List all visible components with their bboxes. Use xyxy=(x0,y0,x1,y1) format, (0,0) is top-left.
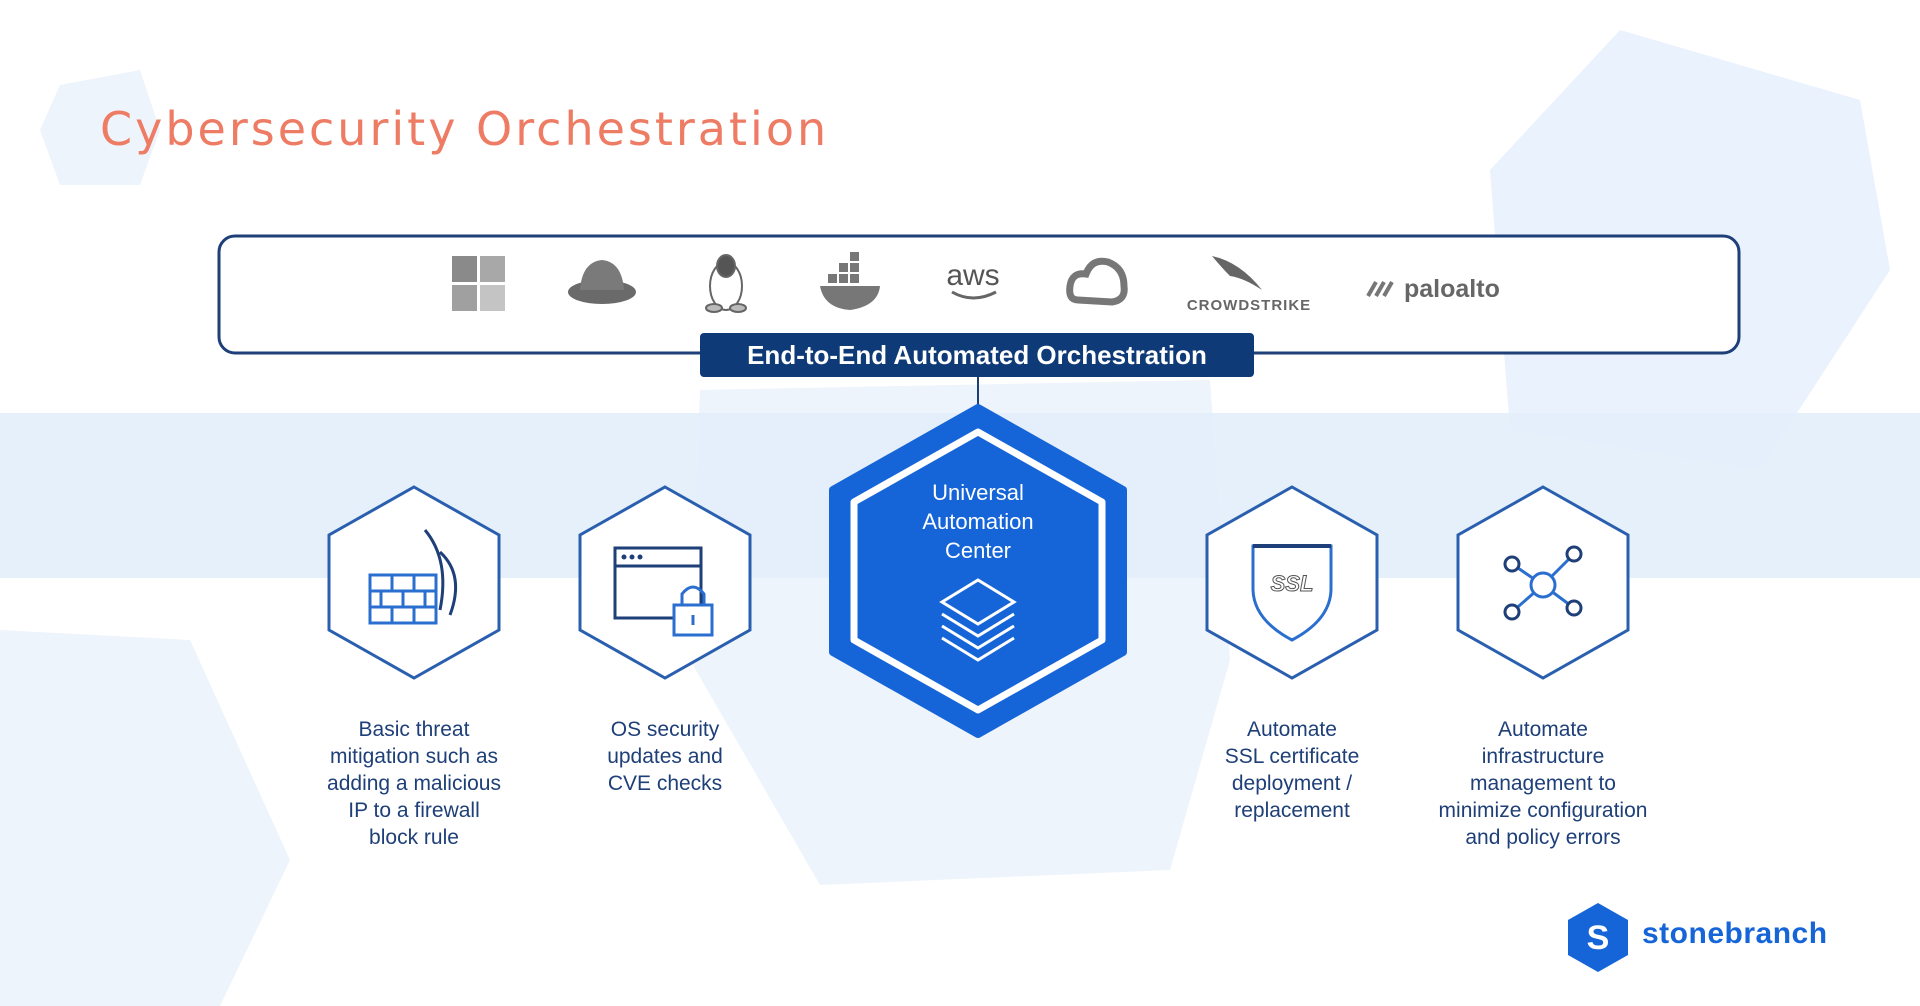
caption-ssl: Automate SSL certificate deployment / re… xyxy=(1172,716,1412,824)
hub-label-line: Center xyxy=(944,538,1012,563)
hub-label-line: Universal xyxy=(932,480,1024,505)
caption-line: CVE checks xyxy=(607,772,723,795)
firewall-icon xyxy=(368,529,458,625)
caption-line: updates and xyxy=(607,745,723,768)
google-cloud-icon xyxy=(1066,257,1128,306)
capability-hexagon-ssl xyxy=(1205,485,1379,680)
svg-text:CROWDSTRIKE: CROWDSTRIKE xyxy=(1187,297,1311,314)
caption-line: minimize configuration xyxy=(1438,799,1648,822)
caption-line: replacement xyxy=(1234,799,1350,822)
hub-label-line: Automation xyxy=(922,509,1034,534)
crowdstrike-icon: CROWDSTRIKE xyxy=(1187,256,1311,314)
redhat-icon xyxy=(568,260,636,304)
bg-hexagon xyxy=(0,630,290,1006)
caption-infrastructure: Automate infrastructure management to mi… xyxy=(1413,716,1673,851)
bg-hexagon xyxy=(40,70,160,185)
caption-line: adding a malicious xyxy=(327,772,501,795)
aws-icon: aws xyxy=(946,259,1000,300)
caption-line: infrastructure xyxy=(1481,745,1605,768)
caption-line: deployment / xyxy=(1231,772,1353,795)
caption-line: mitigation such as xyxy=(329,745,499,768)
caption-line: Automate xyxy=(1498,718,1588,741)
network-nodes-icon xyxy=(1503,545,1583,621)
docker-icon xyxy=(820,252,880,310)
brand-name: stonebranch xyxy=(1642,917,1828,950)
stonebranch-logo-letter: S xyxy=(1587,919,1610,957)
hub-inner-ring xyxy=(850,428,1106,714)
layers-icon xyxy=(939,578,1017,662)
svg-text:paloalto: paloalto xyxy=(1404,275,1500,303)
caption-line: block rule xyxy=(369,826,459,849)
caption-line: and policy errors xyxy=(1465,826,1621,849)
svg-text:SSL: SSL xyxy=(1271,571,1314,596)
caption-line: management to xyxy=(1470,772,1616,795)
ssl-shield-icon: SSL xyxy=(1251,544,1333,642)
caption-line: SSL certificate xyxy=(1224,745,1360,768)
caption-os-security: OS security updates and CVE checks xyxy=(545,716,785,797)
linux-tux-icon xyxy=(705,254,747,313)
orchestration-badge: End-to-End Automated Orchestration xyxy=(700,333,1254,377)
caption-line: Automate xyxy=(1247,718,1337,741)
page-title: Cybersecurity Orchestration xyxy=(100,102,830,156)
hub-label: Universal Automation Center xyxy=(878,478,1078,565)
windows-icon xyxy=(452,256,505,311)
window-lock-icon xyxy=(613,546,714,637)
paloalto-icon: paloalto xyxy=(1366,275,1500,303)
caption-line: OS security xyxy=(610,718,720,741)
svg-text:aws: aws xyxy=(946,259,999,292)
caption-firewall: Basic threat mitigation such as adding a… xyxy=(294,716,534,851)
caption-line: Basic threat xyxy=(358,718,470,741)
caption-line: IP to a firewall xyxy=(348,799,480,822)
stonebranch-logo-mark xyxy=(1568,903,1628,972)
